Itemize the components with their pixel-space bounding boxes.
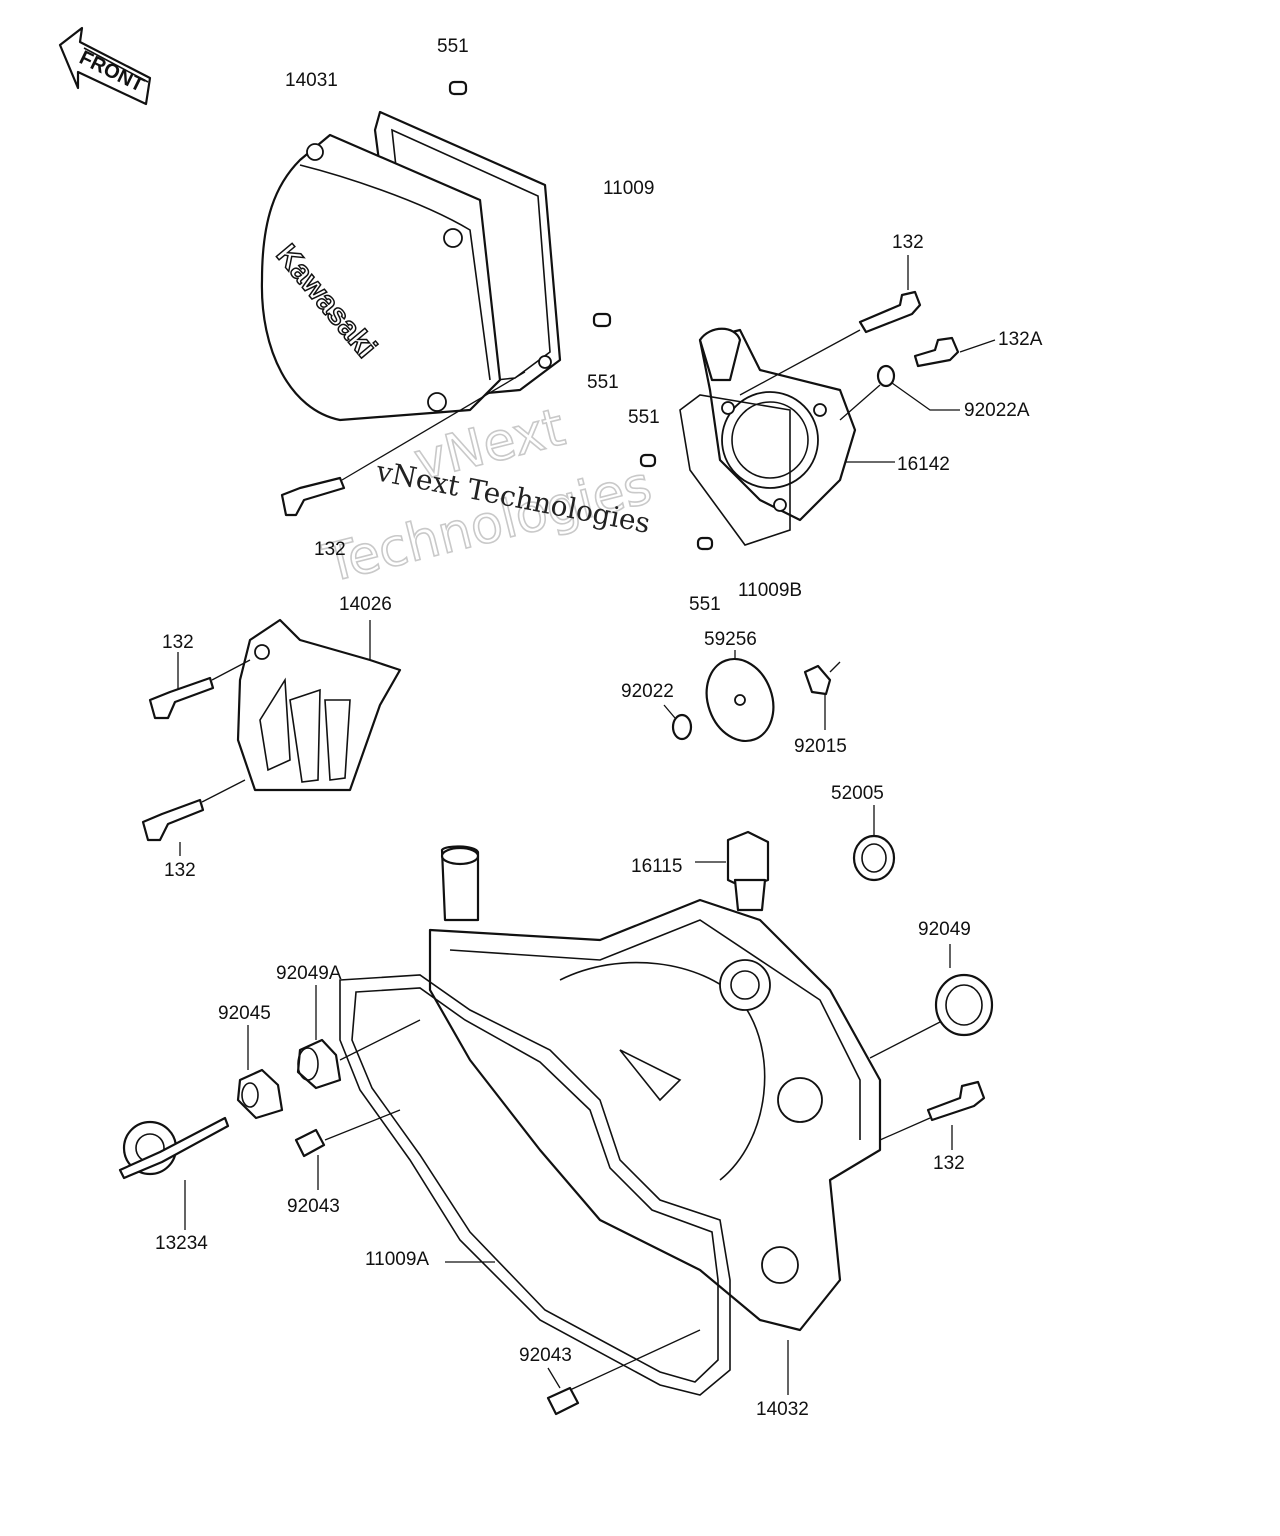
callout-16115: 16115	[631, 856, 682, 877]
bearing-92045	[236, 1025, 284, 1120]
callout-labels: 551 14031 11009 132 132A 551 92022A 551 …	[155, 36, 1043, 1420]
callout-11009b: 11009B	[738, 580, 802, 601]
water-pump-cover	[679, 327, 895, 546]
callout-551: 551	[587, 372, 619, 393]
callout-11009: 11009	[603, 178, 654, 199]
callout-52005: 52005	[831, 783, 884, 804]
water-pump-shaft	[118, 1116, 230, 1230]
callout-132a: 132A	[998, 329, 1043, 350]
generator-cover: Kawasaki	[260, 110, 562, 422]
callout-132: 132	[314, 539, 346, 560]
callout-59256: 59256	[704, 629, 757, 650]
callout-551: 551	[628, 407, 660, 428]
callout-132: 132	[933, 1153, 965, 1174]
bolt-pump-top	[739, 255, 922, 396]
clutch-cover	[428, 845, 882, 1395]
callout-14026: 14026	[339, 594, 392, 615]
bolt-generator-cover	[280, 371, 526, 517]
bolt-pump-132a	[913, 336, 996, 368]
callout-132: 132	[162, 632, 194, 653]
seal-52005	[852, 805, 896, 882]
callout-13234: 13234	[155, 1233, 208, 1254]
callout-14032: 14032	[756, 1399, 809, 1420]
callout-92049a: 92049A	[276, 963, 342, 984]
washer-92022	[663, 704, 693, 741]
dowel-92043-left	[294, 1109, 401, 1190]
callout-92043: 92043	[287, 1196, 340, 1217]
bolt-clutch-right	[879, 1080, 986, 1150]
callout-92022a: 92022A	[964, 400, 1030, 421]
callout-92045: 92045	[218, 1003, 271, 1024]
front-arrow-label: FRONT	[76, 47, 148, 97]
sprocket-guard	[236, 618, 402, 792]
callout-14031: 14031	[285, 70, 338, 91]
front-arrow: FRONT	[58, 26, 152, 106]
dowel-92043-bottom	[546, 1329, 701, 1416]
nut-92015	[803, 661, 841, 730]
callout-92043: 92043	[519, 1345, 572, 1366]
callout-551: 551	[689, 594, 721, 615]
clutch-cover-gasket	[339, 974, 731, 1396]
dowel-pin	[448, 80, 714, 551]
callout-92049: 92049	[918, 919, 971, 940]
bearing-92049a	[296, 985, 421, 1090]
callout-16142: 16142	[897, 454, 950, 475]
bolt-guard-bottom	[141, 779, 246, 856]
callout-132: 132	[892, 232, 924, 253]
callout-92022: 92022	[621, 681, 674, 702]
callout-132: 132	[164, 860, 196, 881]
impeller	[705, 650, 775, 743]
oil-seal-92049	[869, 944, 994, 1059]
bolt-guard-top	[148, 652, 251, 720]
callout-11009a: 11009A	[365, 1249, 429, 1270]
oil-filler-plug	[695, 830, 770, 912]
callout-551: 551	[437, 36, 469, 57]
washer-92022a	[839, 364, 960, 421]
callout-92015: 92015	[794, 736, 847, 757]
